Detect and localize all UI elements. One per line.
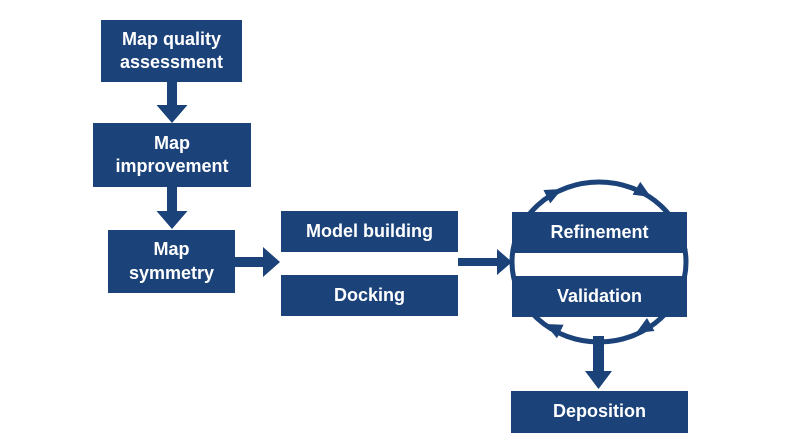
cycle-arrowhead-top-left-icon [543, 189, 562, 204]
arrow-map-improvement-to-map-symmetry [156, 187, 188, 229]
node-deposition-label: Deposition [553, 401, 646, 422]
arrow-model-building-docking-to-refinement-validation [458, 249, 512, 275]
node-map-symmetry: Map symmetry [108, 230, 235, 293]
node-map-symmetry-label: Map symmetry [128, 239, 215, 283]
arrow-map-quality-to-map-improvement [156, 82, 188, 123]
node-validation: Validation [512, 276, 687, 317]
node-model-building: Model building [281, 211, 458, 252]
node-docking-label: Docking [333, 284, 405, 305]
node-map-quality-assessment: Map quality assessment [101, 20, 242, 82]
node-map-improvement: Map improvement [93, 123, 251, 187]
cycle-arrowhead-bottom-right-icon [636, 318, 655, 333]
arrow-cycle-to-deposition [585, 336, 612, 389]
node-deposition: Deposition [511, 391, 688, 433]
cycle-arrowhead-top-right-icon [632, 181, 651, 197]
cycle-arrowhead-bottom-left-icon [545, 324, 564, 339]
node-refinement: Refinement [512, 212, 687, 253]
arrow-map-symmetry-to-model-building-docking [235, 247, 280, 277]
node-refinement-label: Refinement [550, 221, 649, 242]
node-validation-label: Validation [556, 285, 643, 306]
node-map-improvement-label: Map improvement [115, 132, 229, 176]
node-map-quality-assessment-label: Map quality assessment [119, 28, 224, 72]
node-model-building-label: Model building [306, 220, 433, 241]
node-docking: Docking [281, 275, 458, 316]
refinement-validation-cycle-arrow [509, 179, 689, 345]
